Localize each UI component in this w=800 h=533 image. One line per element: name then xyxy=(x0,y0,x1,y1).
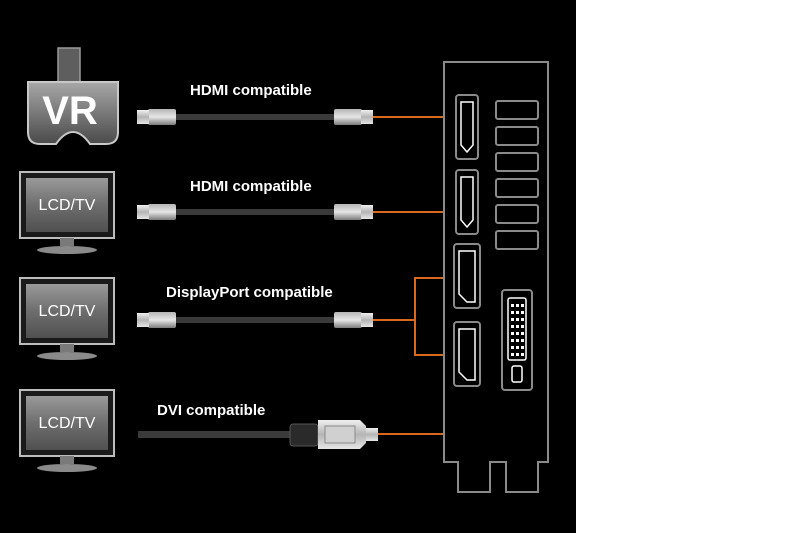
hdmi-port-icon xyxy=(455,94,479,160)
cable-plug xyxy=(148,204,176,220)
monitor-base xyxy=(37,464,97,472)
displayport-port-icon xyxy=(453,321,481,387)
hdmi-port-icon xyxy=(455,169,479,235)
displayport-port-icon xyxy=(453,243,481,309)
monitor-base xyxy=(37,246,97,254)
hdmi-cable xyxy=(137,109,373,125)
monitor-neck xyxy=(60,238,74,246)
vr-label: VR xyxy=(42,89,98,133)
cable-plug xyxy=(148,312,176,328)
leader-displayport-upper xyxy=(373,277,456,321)
monitor-icon: LCD/TV xyxy=(19,389,115,472)
connection-label-hdmi-1: HDMI compatible xyxy=(190,82,312,99)
dvi-boot xyxy=(289,423,319,447)
leader-displayport-lower xyxy=(414,320,456,356)
cable-plug xyxy=(334,312,362,328)
monitor-label: LCD/TV xyxy=(39,415,96,432)
cable-plug xyxy=(334,109,362,125)
cable-plug-tip xyxy=(137,110,149,124)
bracket-vents xyxy=(495,100,539,250)
cable-plug-tip xyxy=(361,205,373,219)
dvi-plug-tip xyxy=(366,428,378,441)
monitor-screen xyxy=(26,284,108,338)
connection-label-displayport: DisplayPort compatible xyxy=(166,284,333,301)
monitor-screen xyxy=(26,396,108,450)
cable-plug xyxy=(334,204,362,220)
hdmi-cable xyxy=(137,204,373,220)
monitor-neck xyxy=(60,344,74,352)
dvi-cable xyxy=(138,420,378,449)
monitor-label: LCD/TV xyxy=(39,303,96,320)
gpu-io-bracket xyxy=(443,61,549,493)
connection-label-hdmi-2: HDMI compatible xyxy=(190,178,312,195)
vr-strap xyxy=(57,47,81,83)
cable-plug-tip xyxy=(361,313,373,327)
cable-plug xyxy=(148,109,176,125)
cable-plug-tip xyxy=(137,205,149,219)
cable-plug-tip xyxy=(137,313,149,327)
monitor-icon: LCD/TV xyxy=(19,277,115,360)
monitor-label: LCD/TV xyxy=(39,197,96,214)
dvi-port-icon xyxy=(501,289,533,391)
monitor-base xyxy=(37,352,97,360)
gpu-output-diagram: VR LCD/TV LCD/TV LCD/TV HDMI compatible … xyxy=(19,47,549,493)
vr-body xyxy=(27,81,119,145)
monitor-icon: LCD/TV xyxy=(19,171,115,254)
monitor-screen xyxy=(26,178,108,232)
vr-headset-icon: VR xyxy=(27,47,119,145)
displayport-cable xyxy=(137,312,373,328)
cable-plug-tip xyxy=(361,110,373,124)
monitor-neck xyxy=(60,456,74,464)
connection-label-dvi: DVI compatible xyxy=(157,402,265,419)
